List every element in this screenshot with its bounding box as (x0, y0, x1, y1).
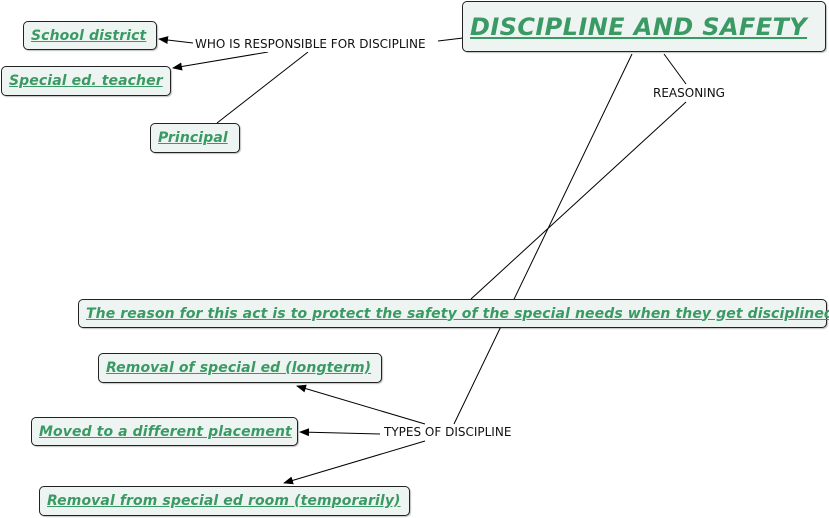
concept-node-school-district[interactable]: School district (23, 21, 157, 50)
line-title-to-who (437, 37, 464, 42)
line-who-to-school-district (158, 36, 194, 45)
line-types-to-removal-longterm (296, 384, 426, 425)
line-who-to-special-ed-teacher (172, 51, 269, 71)
concept-node-special-ed-teacher[interactable]: Special ed. teacher (1, 66, 171, 96)
concept-node-moved-placement[interactable]: Moved to a different placement (31, 417, 298, 446)
concept-principal-text: Principal (158, 130, 228, 146)
concept-node-discipline-and-safety[interactable]: DISCIPLINE AND SAFETY (462, 1, 826, 52)
line-who-to-principal (216, 51, 309, 124)
line-types-to-removal-temporarily (283, 440, 426, 485)
concept-reason-text: The reason for this act is to protect th… (86, 305, 829, 322)
concept-node-removal-temporarily[interactable]: Removal from special ed room (temporaril… (39, 486, 410, 516)
concept-removal-temporarily-text: Removal from special ed room (temporaril… (47, 493, 401, 509)
line-title-to-reasoning (663, 53, 687, 85)
concept-node-reason[interactable]: The reason for this act is to protect th… (78, 299, 829, 328)
line-title-to-types (453, 53, 633, 425)
concept-moved-placement-text: Moved to a different placement (39, 423, 292, 440)
concept-special-ed-teacher-text: Special ed. teacher (9, 73, 163, 89)
link-label-types-text: TYPES OF DISCIPLINE (384, 425, 512, 439)
concept-node-removal-longterm[interactable]: Removal of special ed (longterm) (98, 353, 382, 383)
concept-title-text: DISCIPLINE AND SAFETY (470, 12, 808, 41)
concept-school-district-text: School district (31, 27, 147, 44)
link-label-who-text: WHO IS RESPONSIBLE FOR DISCIPLINE (195, 37, 426, 51)
link-label-reasoning-text: REASONING (653, 86, 725, 100)
link-label-reasoning: REASONING (651, 86, 727, 101)
link-label-types-of-discipline: TYPES OF DISCIPLINE (382, 425, 514, 440)
link-label-who-responsible: WHO IS RESPONSIBLE FOR DISCIPLINE (193, 37, 428, 52)
concept-node-principal[interactable]: Principal (150, 123, 240, 153)
line-types-to-moved-placement (299, 428, 381, 437)
concept-removal-longterm-text: Removal of special ed (longterm) (106, 360, 372, 376)
line-reasoning-to-reason (470, 101, 687, 300)
